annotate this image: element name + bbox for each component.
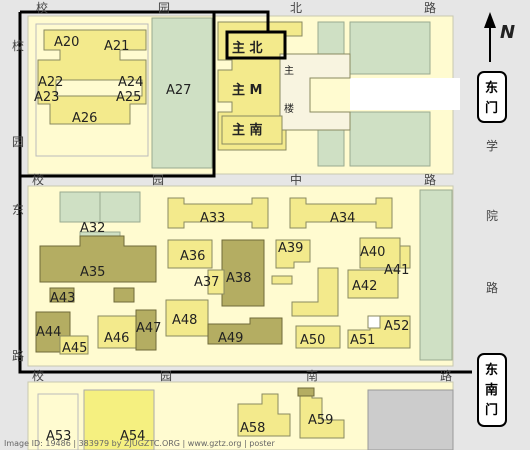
- building-label-a48[interactable]: A48: [172, 313, 197, 328]
- road-east-char-2: 院: [486, 209, 498, 223]
- southeast-gate-char-3: 门: [485, 402, 498, 418]
- main-south-label[interactable]: 主 南: [232, 122, 263, 138]
- east-gate-char-1: 东: [485, 80, 498, 96]
- road-middle-char-3: 中: [290, 172, 302, 187]
- watermark-text: Image ID: 19486 | 383979 by ZJUGZTC.ORG …: [4, 439, 275, 448]
- building-label-a34[interactable]: A34: [330, 211, 355, 226]
- building-label-a24[interactable]: A24: [118, 75, 143, 90]
- building-label-a59[interactable]: A59: [308, 413, 333, 428]
- road-north-char-3: 北: [290, 1, 302, 15]
- building-label-a21[interactable]: A21: [104, 39, 129, 54]
- building-label-a46[interactable]: A46: [104, 331, 129, 346]
- building-label-a41[interactable]: A41: [384, 263, 409, 278]
- building-label-a36[interactable]: A36: [180, 249, 205, 264]
- road-middle-char-4: 路: [424, 172, 436, 187]
- southeast-gate-box[interactable]: [477, 353, 507, 427]
- east-gate-char-2: 门: [485, 100, 498, 116]
- building-label-a38[interactable]: A38: [226, 271, 251, 286]
- building-label-a27[interactable]: A27: [166, 83, 191, 98]
- building-label-a43[interactable]: A43: [50, 291, 75, 306]
- road-north-char-1: 校: [36, 0, 48, 15]
- building-label-a47[interactable]: A47: [136, 321, 161, 336]
- main-middle-label[interactable]: 主 M: [232, 82, 262, 98]
- main-wing-char-1: 主: [284, 65, 294, 77]
- building-label-a26[interactable]: A26: [72, 111, 97, 126]
- building-label-a44[interactable]: A44: [36, 325, 61, 340]
- road-south-char-4: 路: [440, 368, 452, 383]
- building-label-a40[interactable]: A40: [360, 245, 385, 260]
- road-north-char-2: 园: [158, 1, 170, 15]
- road-south-char-1: 校: [32, 368, 44, 383]
- building-label-a22[interactable]: A22: [38, 75, 63, 90]
- main-north-label[interactable]: 主 北: [232, 40, 263, 56]
- road-middle-char-1: 校: [32, 172, 44, 187]
- building-label-a32[interactable]: A32: [80, 221, 105, 236]
- building-label-a20[interactable]: A20: [54, 35, 79, 50]
- building-label-a37[interactable]: A37: [194, 275, 219, 290]
- building-label-a49[interactable]: A49: [218, 331, 243, 346]
- building-label-a54[interactable]: A54: [120, 429, 145, 444]
- road-west-char-1: 校: [12, 38, 24, 53]
- building-label-a58[interactable]: A58: [240, 421, 265, 436]
- building-label-a50[interactable]: A50: [300, 333, 325, 348]
- building-label-a39[interactable]: A39: [278, 241, 303, 256]
- southeast-gate-char-1: 东: [485, 362, 498, 378]
- east-gate-box[interactable]: [477, 71, 507, 123]
- building-label-a52[interactable]: A52: [384, 319, 409, 334]
- building-label-a51[interactable]: A51: [350, 333, 375, 348]
- building-label-a35[interactable]: A35: [80, 265, 105, 280]
- building-label-a42[interactable]: A42: [352, 279, 377, 294]
- east-gate-label[interactable]: 东 门: [485, 80, 503, 116]
- road-north-char-4: 路: [424, 0, 436, 15]
- road-west-char-3: 东: [12, 203, 24, 217]
- southeast-gate-label[interactable]: 东 南 门: [485, 362, 503, 418]
- compass-label: N: [500, 22, 515, 43]
- building-label-a53[interactable]: A53: [46, 429, 71, 444]
- road-east-char-3: 路: [486, 280, 498, 295]
- building-label-a25[interactable]: A25: [116, 90, 141, 105]
- southeast-gate-char-2: 南: [485, 382, 498, 398]
- building-label-a23[interactable]: A23: [34, 90, 59, 105]
- building-label-a45[interactable]: A45: [62, 341, 87, 356]
- road-west-char-2: 园: [12, 135, 24, 149]
- road-south-char-3: 南: [306, 368, 318, 383]
- road-south-char-2: 园: [160, 369, 172, 383]
- road-middle-char-2: 园: [152, 173, 164, 187]
- main-wing-char-2: 楼: [284, 102, 294, 115]
- building-label-a33[interactable]: A33: [200, 211, 225, 226]
- road-west-char-4: 路: [12, 348, 24, 363]
- road-east-char-1: 学: [486, 138, 498, 153]
